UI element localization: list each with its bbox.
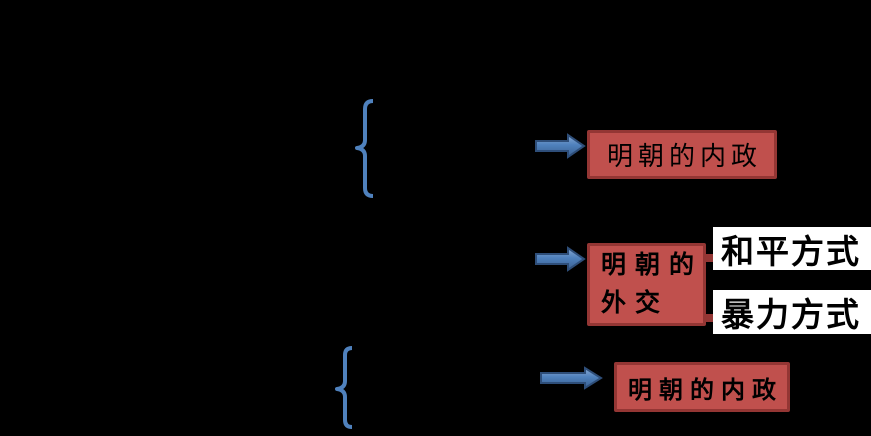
diplomacy-branch-tick-top	[705, 254, 713, 262]
ming-diplomacy-label-line2: 外交	[601, 289, 670, 317]
peaceful-method-label-box: 和平方式	[713, 227, 871, 270]
violent-method-label: 暴力方式	[721, 296, 861, 333]
top-left-brace-shape	[355, 99, 374, 198]
right-arrow-icon	[535, 246, 586, 272]
ming-internal-affairs-label-top: 明朝的内政	[606, 142, 762, 171]
diplomacy-branch-tick-bottom	[705, 314, 713, 322]
bottom-left-brace-shape	[335, 346, 353, 429]
right-arrow-shape-middle	[535, 246, 586, 272]
left-brace-icon	[355, 99, 374, 198]
right-arrow-icon	[535, 133, 586, 159]
right-arrow-shape-bottom	[540, 366, 603, 390]
ming-diplomacy-box: 明朝的 外交	[587, 243, 706, 326]
ming-diplomacy-label-line1: 明朝的	[601, 251, 704, 279]
left-brace-icon	[335, 346, 353, 429]
ming-internal-affairs-box-bottom: 明朝的内政	[614, 362, 790, 412]
right-arrow-icon	[540, 366, 603, 390]
right-arrow-shape-top	[535, 133, 586, 159]
violent-method-label-box: 暴力方式	[713, 290, 871, 334]
ming-internal-affairs-box-top: 明朝的内政	[587, 130, 777, 179]
ming-internal-affairs-label-bottom: 明朝的内政	[628, 377, 783, 404]
peaceful-method-label: 和平方式	[721, 232, 861, 270]
